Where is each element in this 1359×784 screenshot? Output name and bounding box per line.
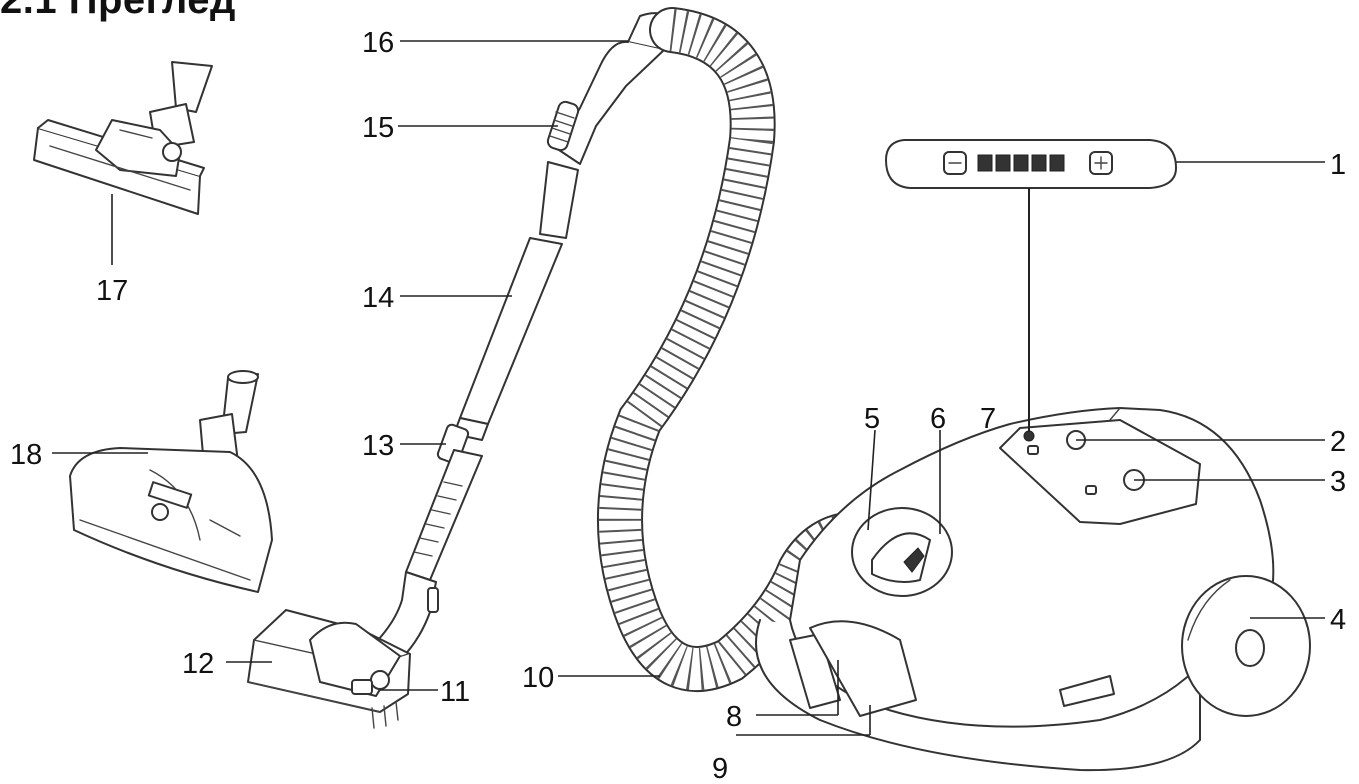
part-label-15: 15 (362, 112, 394, 144)
part-label-3: 3 (1330, 466, 1346, 498)
part-label-12: 12 (182, 648, 214, 680)
page-title: 2.1 Преглед (0, 0, 236, 22)
part-label-5: 5 (864, 403, 880, 435)
part-label-2: 2 (1330, 426, 1346, 458)
vacuum-body-drawing (755, 407, 1311, 772)
part-label-13: 13 (362, 430, 394, 462)
turbo-brush-drawing (69, 370, 273, 593)
part-label-11: 11 (440, 676, 470, 708)
tube-and-handle-drawing (377, 12, 677, 661)
part-label-8: 8 (726, 701, 742, 733)
part-label-4: 4 (1330, 604, 1346, 636)
part-label-18: 18 (10, 439, 42, 471)
leader-lines (52, 40, 1325, 736)
floor-nozzle-drawing (247, 609, 411, 729)
part-label-7: 7 (980, 403, 996, 435)
part-labels: 1 2 3 4 5 6 7 8 9 10 11 12 13 14 15 16 1… (10, 27, 1346, 784)
part-label-10: 10 (522, 662, 554, 694)
part-label-1: 1 (1330, 149, 1346, 181)
part-label-16: 16 (362, 27, 394, 59)
control-panel-drawing (885, 139, 1177, 432)
part-label-9: 9 (712, 753, 728, 784)
part-label-17: 17 (96, 275, 128, 307)
parquet-nozzle-drawing (33, 61, 213, 215)
part-label-14: 14 (362, 282, 394, 314)
part-label-6: 6 (930, 403, 946, 435)
